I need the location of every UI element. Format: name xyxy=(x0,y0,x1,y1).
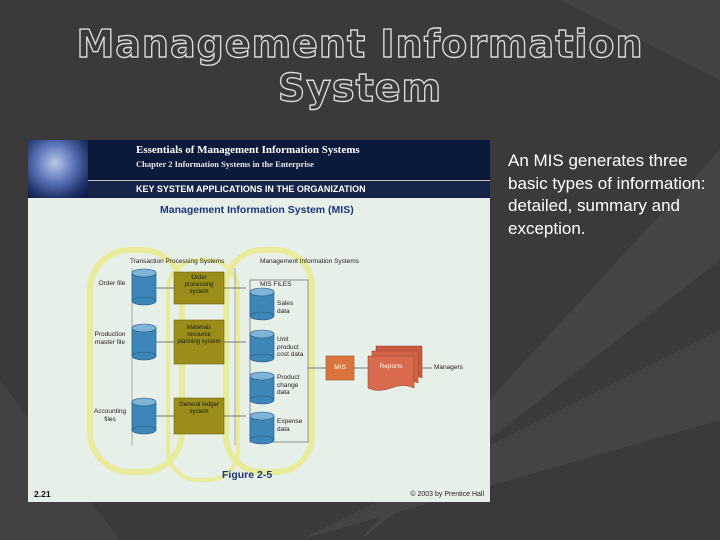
figure-caption: Figure 2-5 xyxy=(222,469,272,481)
tps-section-label: Transaction Processing Systems xyxy=(130,258,224,266)
mis-file-label: Unit product cost data xyxy=(277,336,309,359)
tps-box-label: Order processing system xyxy=(176,275,222,296)
master-file-label: Accounting files xyxy=(88,408,132,423)
mis-diagram xyxy=(28,140,490,502)
mis-file-label: Sales data xyxy=(277,300,307,315)
managers-label: Managers xyxy=(434,364,470,372)
figure-copyright: © 2003 by Prentice Hall xyxy=(410,491,484,498)
mis-file-label: Expense data xyxy=(277,418,309,433)
slide-body-text: An MIS generates three basic types of in… xyxy=(508,150,708,240)
tps-box-label: Materials resource planning system xyxy=(176,325,222,346)
mis-files-title: MIS FILES xyxy=(260,281,291,289)
master-file-label: Order file xyxy=(94,280,130,288)
mis-file-label: Product change data xyxy=(277,374,309,397)
master-file-label: Production master file xyxy=(88,331,132,346)
mis-figure: Essentials of Management Information Sys… xyxy=(28,140,490,502)
mis-box-label: MIS xyxy=(326,364,354,372)
slide-title: Management Information System xyxy=(0,22,720,110)
tps-box-label: General ledger system xyxy=(176,402,222,416)
mis-section-label: Management Information Systems xyxy=(260,258,359,266)
reports-label: Reports xyxy=(368,363,414,371)
figure-slide-number: 2.21 xyxy=(34,489,51,499)
